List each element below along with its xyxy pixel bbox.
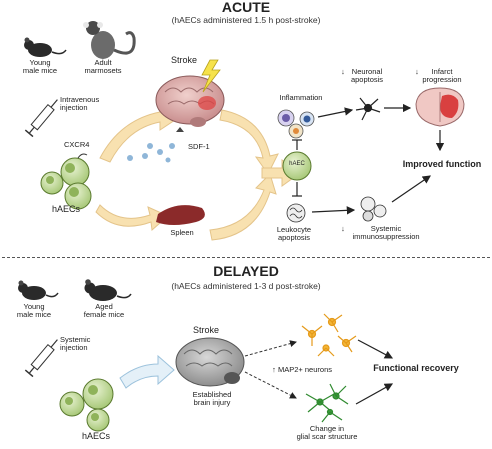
young-male-mouse-delayed-icon [18,281,58,301]
immunosuppression-cells-icon [361,197,386,221]
arrow-neurons-recovery [358,340,392,358]
systemic-injection-label: Systemic injection [60,336,104,353]
delayed-title: DELAYED [196,264,296,279]
young-male-mouse-icon [24,38,66,58]
stroke-brain-icon [156,60,224,127]
neuronal-apoptosis-label: Neuronal apoptosis [344,68,390,85]
systemic-immunosuppression-label: Systemic immunosuppression [346,225,426,242]
syringe-icon [25,96,61,136]
aged-female-mice-label: Aged female mice [80,303,128,320]
map2-neurons-label: MAP2+ neurons [278,366,344,374]
cxcr4-label: CXCR4 [64,141,98,149]
section-divider [2,257,490,258]
arrow-inflammation-neuron [318,110,352,117]
glial-scar-icon [306,384,348,422]
adult-marmoset-icon [83,21,134,59]
adult-marmosets-label: Adult marmosets [78,59,128,76]
leukocyte-apoptosis-icon [287,204,305,222]
acute-title: ACUTE [196,0,296,15]
arrow-brain-neurons [245,342,296,356]
delayed-subtitle: (hAECs administered 1-3 d post-stroke) [146,282,346,291]
arrow-leukocyte-immuno [312,210,354,212]
syringe-delayed-icon [25,336,61,376]
spleen-icon [156,205,205,225]
functional-recovery-label: Functional recovery [368,364,464,374]
intravenous-injection-label: Intravenous injection [60,96,110,113]
delivery-arrow [120,356,174,388]
young-male-mice-delayed-label: Young male mice [14,303,54,320]
infarct-progression-label: Infarct progression [418,68,466,85]
glial-scar-label: Change in glial scar structure [286,425,368,442]
arrow-brain-glia [245,372,296,398]
inflammation-cells-icon [278,110,314,138]
brain-down-arrow [176,127,184,132]
haec-cells-acute [41,154,91,209]
neuron-icon [356,98,380,120]
map2-neurons-icon [302,314,356,356]
acute-subtitle: (hAECs administered 1.5 h post-stroke) [146,16,346,25]
sdf1-label: SDF-1 [188,143,222,151]
haecs-acute-label: hAECs [52,205,92,215]
stroke-delayed-label: Stroke [186,326,226,336]
sdf1-molecules [127,143,175,163]
inflammation-label: Inflammation [276,94,326,102]
haecs-delayed-label: hAECs [76,432,116,442]
improved-function-label: Improved function [396,160,488,170]
haec-label: hAEC [285,161,309,168]
infarct-brain-slice-icon [416,88,464,126]
stroke-acute-label: Stroke [164,56,204,66]
young-male-mice-label: Young male mice [20,59,60,76]
haec-cells-delayed [60,379,113,431]
aged-female-mouse-icon [85,279,132,301]
established-injury-brain-icon [176,338,244,386]
leukocyte-apoptosis-label: Leukocyte apoptosis [266,226,322,243]
established-brain-injury-label: Established brain injury [184,391,240,408]
arrow-glia-recovery [356,384,392,404]
arrow-immuno-improved [392,176,430,202]
map2-up-arrow: ↑ [270,366,278,374]
spleen-label: Spleen [162,229,202,237]
